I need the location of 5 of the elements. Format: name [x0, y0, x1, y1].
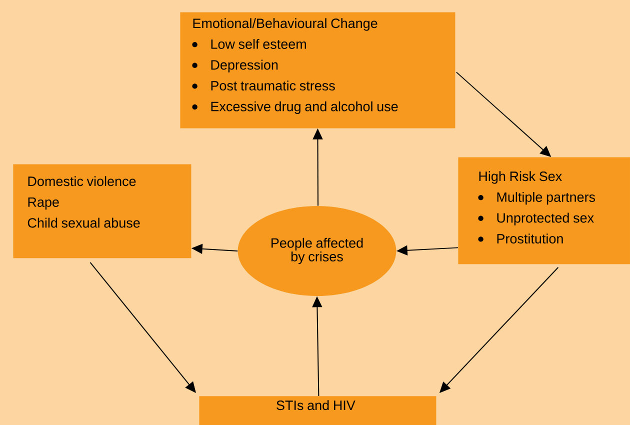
- process-box: STIs and HIV: [199, 396, 436, 425]
- process-box: Emotional/Behavioural Change Low self esteem Depression Post traumatic stress Excessive drug and alcohol use: [180, 12, 456, 128]
- process-box: Domestic violence Rape Child sexual abuse: [13, 164, 192, 258]
- arrow: [90, 262, 196, 393]
- process-box: High Risk Sex Multiple partners Unprotected sex Prostitution: [458, 157, 630, 264]
